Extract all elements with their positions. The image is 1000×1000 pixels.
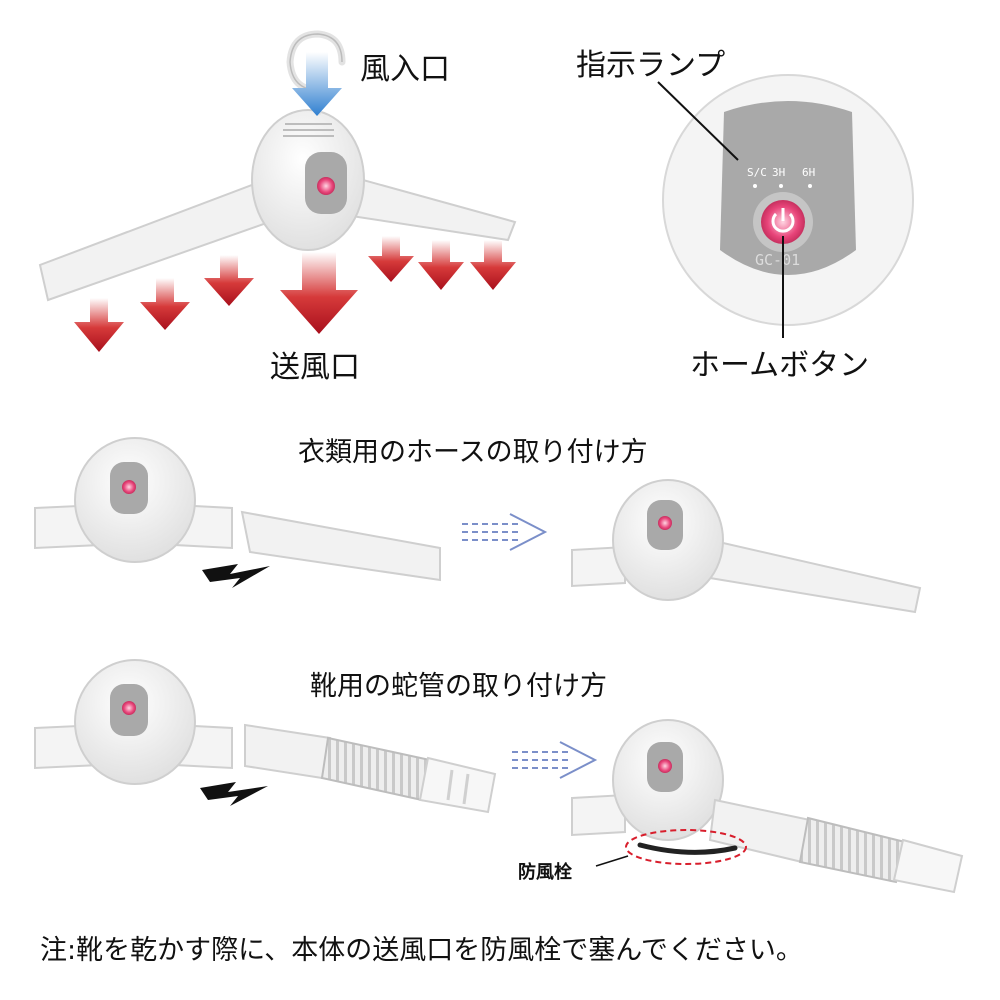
indicator-3h: 3H bbox=[772, 166, 785, 179]
shoe-pipe-piece bbox=[244, 723, 497, 814]
indicator-lamp-label: 指示ランプ bbox=[576, 48, 726, 83]
air-inlet-label: 風入口 bbox=[360, 52, 450, 87]
clothes-hose-title: 衣類用のホースの取り付け方 bbox=[298, 437, 648, 468]
hose-assembled bbox=[571, 479, 922, 614]
hose-body-left bbox=[34, 437, 233, 563]
home-button-label: ホームボタン bbox=[690, 348, 870, 383]
windproof-plug-label: 防風栓 bbox=[518, 862, 572, 883]
shoe-push-arrow bbox=[200, 782, 268, 806]
power-button bbox=[761, 200, 805, 244]
indicator-sc: S/C bbox=[747, 166, 767, 179]
indicator-leader-line bbox=[657, 81, 739, 161]
air-inlet-arrow bbox=[292, 52, 342, 116]
hose-arm-piece bbox=[240, 510, 441, 582]
dryer-main-illustration bbox=[38, 30, 517, 302]
model-name: GC-01 bbox=[755, 251, 800, 269]
air-outlet-label: 送風口 bbox=[270, 350, 360, 385]
shoe-body-left bbox=[34, 659, 233, 785]
hose-dashed-arrow bbox=[462, 513, 548, 551]
power-icon bbox=[771, 208, 795, 233]
shoe-assembled bbox=[571, 719, 964, 894]
shoe-dashed-arrow bbox=[512, 741, 598, 779]
air-outlet-arrows bbox=[74, 236, 516, 352]
hose-push-arrow bbox=[202, 564, 270, 588]
plug-highlight-ring bbox=[625, 829, 747, 865]
usage-note: 注:靴を乾かす際に、本体の送風口を防風栓で塞んでください。 bbox=[40, 935, 803, 966]
indicator-6h: 6H bbox=[802, 166, 815, 179]
shoe-pipe-title: 靴用の蛇管の取り付け方 bbox=[310, 671, 607, 702]
control-panel-closeup: S/C 3H 6H GC-01 bbox=[657, 74, 914, 338]
